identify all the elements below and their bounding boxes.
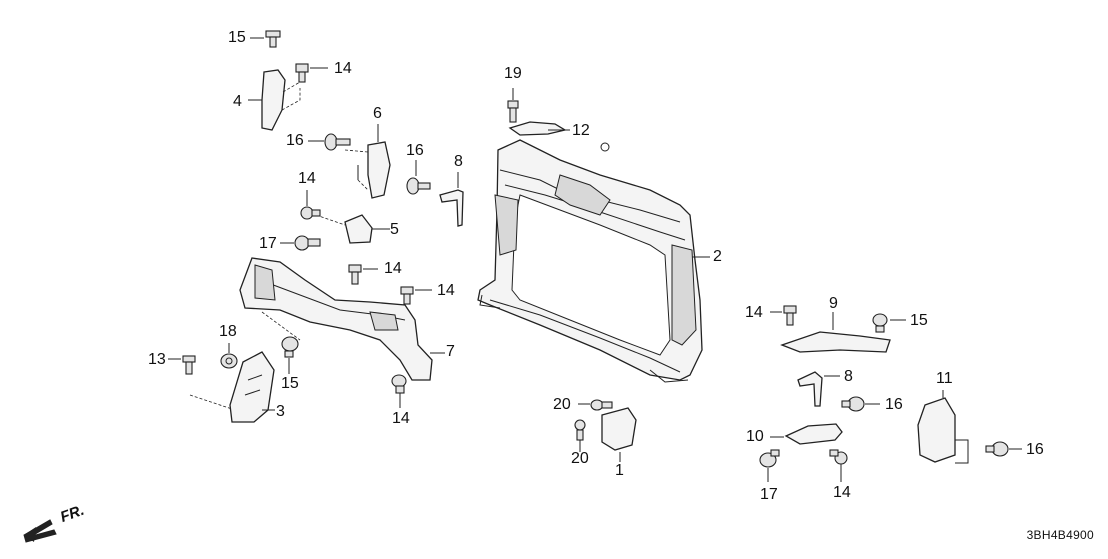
callout-14: 14 (298, 170, 316, 187)
bolt-13 (168, 355, 236, 411)
bracket-3 (229, 351, 275, 423)
callout-14: 14 (745, 304, 763, 321)
bolt-16-b (406, 160, 431, 195)
side-frame-7 (239, 257, 445, 381)
bolt-16-d (985, 441, 1022, 457)
bolt-15-mid (281, 336, 299, 374)
callout-14: 14 (334, 60, 352, 77)
front-arrow-icon (23, 519, 57, 543)
callout-6: 6 (373, 105, 382, 122)
callout-13: 13 (148, 351, 166, 368)
bracket-8-right (797, 371, 840, 407)
callout-10: 10 (746, 428, 764, 445)
bolt-14-d (400, 286, 432, 305)
callout-18: 18 (219, 323, 237, 340)
nut-18 (220, 343, 238, 369)
callout-7: 7 (446, 343, 455, 360)
bolt-14-a (295, 63, 328, 83)
callout-17: 17 (760, 486, 778, 503)
callout-15: 15 (281, 375, 299, 392)
bolt-17-b (759, 449, 780, 482)
bolt-14-g (829, 449, 848, 482)
bracket-5 (315, 214, 390, 244)
callout-20: 20 (571, 450, 589, 467)
callout-19: 19 (504, 65, 522, 82)
callout-3: 3 (276, 403, 285, 420)
callout-11: 11 (936, 370, 953, 387)
bolt-20-b (574, 419, 586, 452)
bolt-19 (507, 88, 519, 123)
bracket-12 (508, 121, 570, 136)
bolt-20-a (578, 399, 613, 411)
callout-15: 15 (910, 312, 928, 329)
bolt-14-c (348, 264, 378, 285)
bracket-10 (770, 423, 843, 445)
callout-4: 4 (233, 93, 242, 110)
callout-1: 1 (615, 462, 624, 479)
bracket-1 (601, 407, 637, 462)
callout-14: 14 (384, 260, 402, 277)
diagram-code: 3BH4B4900 (1026, 528, 1094, 542)
callout-8: 8 (844, 368, 853, 385)
bolt-14-f (770, 305, 797, 326)
callout-17: 17 (259, 235, 277, 252)
bolt-15-right (872, 313, 906, 333)
callout-16: 16 (1026, 441, 1044, 458)
front-bulkhead-frame (477, 139, 703, 383)
callout-12: 12 (572, 122, 590, 139)
callout-20: 20 (553, 396, 571, 413)
bolt-16-c (841, 396, 880, 412)
callout-16: 16 (286, 132, 304, 149)
bracket-8-top (439, 172, 464, 227)
bolt-14-b (300, 190, 321, 220)
callout-2: 2 (713, 248, 722, 265)
bolt-15-top (250, 30, 281, 48)
bracket-9 (780, 312, 891, 353)
callout-15: 15 (228, 29, 246, 46)
bolt-14-e (391, 374, 407, 408)
callout-14: 14 (833, 484, 851, 501)
callout-9: 9 (829, 295, 838, 312)
callout-16: 16 (885, 396, 903, 413)
callout-8: 8 (454, 153, 463, 170)
callout-14: 14 (437, 282, 455, 299)
callout-16: 16 (406, 142, 424, 159)
bracket-11 (917, 390, 969, 464)
bracket-4 (248, 69, 301, 131)
bracket-6 (344, 124, 391, 199)
bolt-17-a (280, 235, 321, 251)
bolt-16-a (308, 133, 351, 151)
callout-14: 14 (392, 410, 410, 427)
callout-5: 5 (390, 221, 399, 238)
